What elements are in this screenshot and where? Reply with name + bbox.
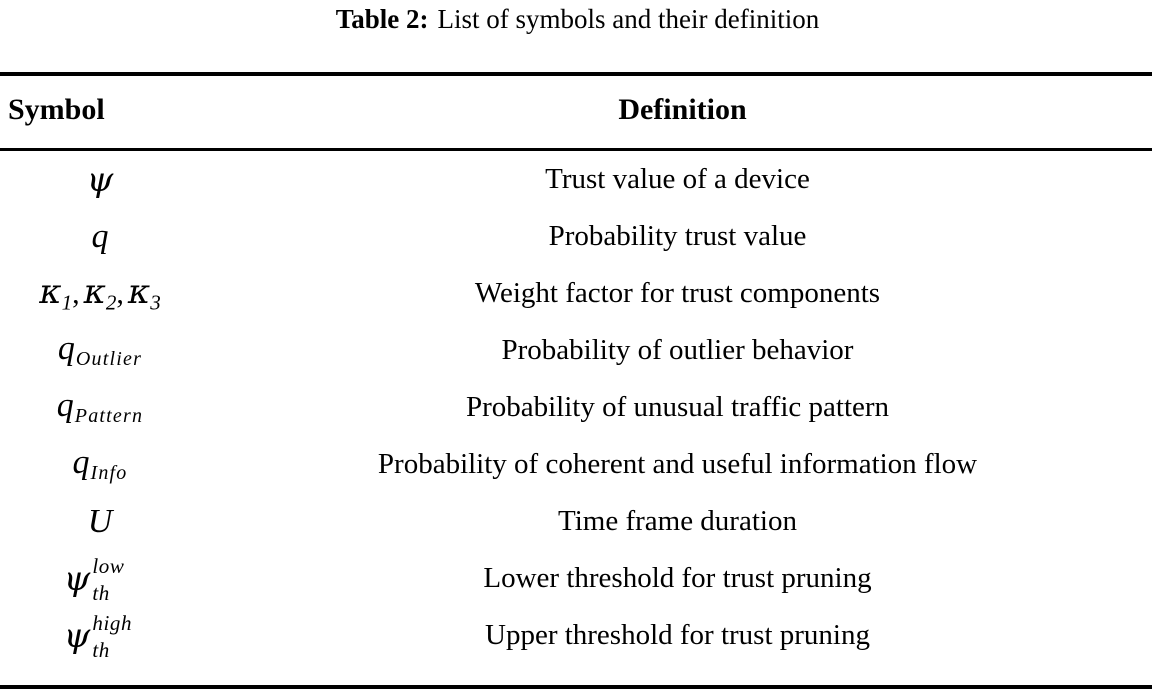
cell-definition: Time frame duration: [558, 505, 797, 537]
symbol-psi: ψ: [86, 159, 114, 200]
table-caption-label: Table 2:: [335, 4, 429, 34]
cell-definition: Upper threshold for trust pruning: [485, 619, 870, 651]
table-row: U Time frame duration: [0, 493, 1155, 550]
cell-definition: Probability trust value: [548, 220, 807, 252]
symbol-comma-1: ,: [72, 276, 80, 310]
table-row: qOutlier Probability of outlier behavior: [0, 322, 1155, 379]
cell-definition: Trust value of a device: [545, 163, 810, 195]
symbol-q-base: q: [72, 444, 90, 481]
cell-definition: Probability of coherent and useful infor…: [377, 448, 978, 480]
symbol-q-base: q: [56, 387, 74, 424]
cell-symbol: U: [0, 493, 200, 550]
symbol-q-pattern: qPattern: [57, 387, 143, 428]
table-row: qInfo Probability of coherent and useful…: [0, 436, 1155, 493]
table-row: ψ Trust value of a device: [0, 151, 1155, 208]
cell-symbol: ψ: [0, 151, 200, 208]
table-row: κ1,κ2,κ3 Weight factor for trust compone…: [0, 265, 1155, 322]
symbol-q: q: [91, 217, 109, 255]
cell-definition: Lower threshold for trust pruning: [483, 562, 872, 594]
table-row: q Probability trust value: [0, 208, 1155, 265]
symbol-u: U: [87, 502, 113, 540]
cell-definition: Probability of outlier behavior: [501, 334, 854, 366]
symbol-psi-base: ψ: [63, 615, 91, 656]
symbol-subscript-info: Info: [90, 462, 128, 484]
symbol-subscript-th: th: [92, 580, 110, 605]
table-header-rule: [0, 148, 1152, 151]
symbol-superscript-low: low: [92, 553, 125, 578]
table-caption-text: List of symbols and their definition: [437, 4, 820, 34]
cell-symbol: κ1,κ2,κ3: [0, 265, 200, 322]
table-body: ψ Trust value of a device q Probability …: [0, 151, 1155, 685]
cell-definition: Probability of unusual traffic pattern: [465, 391, 890, 423]
symbol-subscript-th: th: [92, 637, 110, 662]
cell-symbol: q: [0, 208, 200, 265]
symbol-q-outlier: qOutlier: [58, 330, 142, 371]
symbol-kappa-2-subscript: 2: [105, 290, 117, 315]
table-header-row: Symbol Definition: [0, 90, 1155, 140]
symbol-subscript-outlier: Outlier: [75, 348, 143, 370]
symbol-kappa-1: κ: [39, 271, 62, 312]
cell-symbol: qPattern: [0, 379, 200, 436]
cell-symbol: qOutlier: [0, 322, 200, 379]
table-bottom-rule: [0, 685, 1152, 689]
table-top-rule: [0, 72, 1152, 76]
symbol-psi-base: ψ: [63, 558, 91, 599]
symbol-kappa-1-subscript: 1: [61, 290, 73, 315]
symbol-kappa-group: κ1,κ2,κ3: [39, 272, 160, 315]
table-caption: Table 2: List of symbols and their defini…: [0, 2, 1155, 36]
symbol-kappa-2: κ: [83, 271, 106, 312]
column-header-symbol: Symbol: [8, 93, 105, 126]
symbol-q-info: qInfo: [72, 444, 127, 485]
cell-symbol: qInfo: [0, 436, 200, 493]
symbol-subscript-pattern: Pattern: [74, 405, 144, 427]
symbol-kappa-3: κ: [127, 271, 151, 312]
column-header-definition: Definition: [618, 93, 747, 126]
symbol-superscript-high: high: [92, 610, 133, 635]
symbol-kappa-3-subscript: 3: [150, 290, 161, 315]
table-row: qPattern Probability of unusual traffic …: [0, 379, 1155, 436]
symbol-comma-2: ,: [116, 276, 124, 310]
cell-definition: Weight factor for trust components: [474, 277, 881, 309]
symbol-q-base: q: [57, 330, 75, 367]
